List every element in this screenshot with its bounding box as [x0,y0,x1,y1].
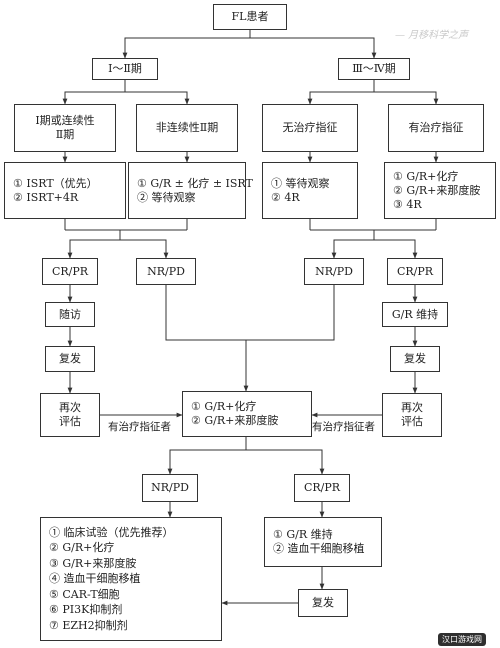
treatment-a-box: ① ISRT（优先） ② ISRT+4R [4,162,126,219]
crpr-right-label: CR/PR [396,264,434,278]
relapse-right-box: 复发 [390,346,440,372]
second-line-item-5: ⑤ CAR-T细胞 [49,587,120,601]
consolidation-line-1: ① G/R 维持 [273,528,333,541]
relapse-bottom-label: 复发 [312,596,334,609]
crpr-bottom-box: CR/PR [294,474,350,502]
treatment-d-line-1: ① G/R+化疗 [393,169,459,183]
treatment-d-line-3: ③ 4R [393,197,422,211]
reassess-left-line-2: 评估 [59,415,81,428]
treatment-c-box: ① 等待观察 ② 4R [262,162,358,219]
reassess-right-line-1: 再次 [401,401,423,414]
treatment-c-line-2: ② 4R [271,190,300,204]
relapse-left-box: 复发 [45,346,95,372]
has-indication-label: 有治疗指征 [408,121,464,134]
indication-right-label: 有治疗指征者 [312,419,375,434]
reassess-right-box: 再次 评估 [382,393,442,437]
stage-3-4-box: Ⅲ～Ⅳ期 [338,58,410,80]
maintenance-label: G/R 维持 [391,307,439,321]
nrpd-left-label: NR/PD [147,264,185,278]
nrpd-left-box: NR/PD [136,258,196,285]
treatment-a-line-2: ② ISRT+4R [13,190,79,204]
nrpd-bottom-box: NR/PD [142,474,198,502]
second-line-item-7: ⑦ EZH2抑制剂 [49,618,128,632]
stage1-contiguous-line-2: Ⅱ期 [55,128,75,141]
has-indication-box: 有治疗指征 [388,104,484,152]
treatment-d-box: ① G/R+化疗 ② G/R+来那度胺 ③ 4R [384,162,496,219]
nrpd-bottom-label: NR/PD [151,481,189,494]
treatment-b-line-1: ① G/R ± 化疗 ± ISRT [137,176,253,190]
second-line-item-4: ④ 造血干细胞移植 [49,572,141,586]
stage1-contiguous-box: Ⅰ期或连续性 Ⅱ期 [14,104,116,152]
followup-label: 随访 [59,307,81,321]
reassess-right-line-2: 评估 [401,415,423,428]
relapse-right-label: 复发 [404,352,426,365]
noncontiguous-box: 非连续性Ⅱ期 [136,104,238,152]
fl-patient-box: FL患者 [213,4,287,30]
second-line-box: ① 临床试验（优先推荐） ② G/R+化疗 ③ G/R+来那度胺 ④ 造血干细胞… [40,517,222,641]
crpr-right-box: CR/PR [387,258,443,285]
no-indication-box: 无治疗指征 [262,104,358,152]
stage-3-4-label: Ⅲ～Ⅳ期 [352,62,396,75]
consolidation-line-2: ② 造血干细胞移植 [273,542,365,555]
reassess-left-line-1: 再次 [59,401,81,414]
site-badge: 汉口游戏网 [438,633,486,646]
followup-box: 随访 [45,302,95,327]
second-line-item-1: ① 临床试验（优先推荐） [49,525,174,539]
second-line-item-3: ③ G/R+来那度胺 [49,556,137,570]
relapse-left-label: 复发 [59,352,81,365]
treatment-c-line-1: ① 等待观察 [271,176,330,190]
crpr-bottom-label: CR/PR [303,481,341,494]
crpr-left-box: CR/PR [42,258,98,285]
stage-1-2-box: Ⅰ～Ⅱ期 [92,58,158,80]
nrpd-right-label: NR/PD [315,264,353,278]
noncontiguous-label: 非连续性Ⅱ期 [155,121,219,134]
relapse-bottom-box: 复发 [298,589,348,617]
crpr-left-label: CR/PR [51,264,89,278]
watermark-text: — 月移科学之声 [395,30,469,41]
stage1-contiguous-line-1: Ⅰ期或连续性 [35,114,95,127]
second-line-item-2: ② G/R+化疗 [49,541,115,555]
nrpd-right-box: NR/PD [304,258,364,285]
stage-1-2-label: Ⅰ～Ⅱ期 [108,62,142,75]
consolidation-box: ① G/R 维持 ② 造血干细胞移植 [264,517,382,567]
treatment-b-line-2: ② 等待观察 [137,190,196,204]
second-line-item-6: ⑥ PI3K抑制剂 [49,603,123,617]
center-treatment-line-2: ② G/R+来那度胺 [191,414,279,427]
treatment-d-line-2: ② G/R+来那度胺 [393,183,481,197]
center-treatment-box: ① G/R+化疗 ② G/R+来那度胺 [182,391,312,437]
fl-patient-label: FL患者 [231,10,269,23]
treatment-a-line-1: ① ISRT（优先） [13,176,98,190]
indication-left-label: 有治疗指征者 [108,419,171,434]
maintenance-box: G/R 维持 [382,302,448,327]
reassess-left-box: 再次 评估 [40,393,100,437]
treatment-b-box: ① G/R ± 化疗 ± ISRT ② 等待观察 [128,162,253,219]
center-treatment-line-1: ① G/R+化疗 [191,400,257,413]
no-indication-label: 无治疗指征 [282,121,338,134]
